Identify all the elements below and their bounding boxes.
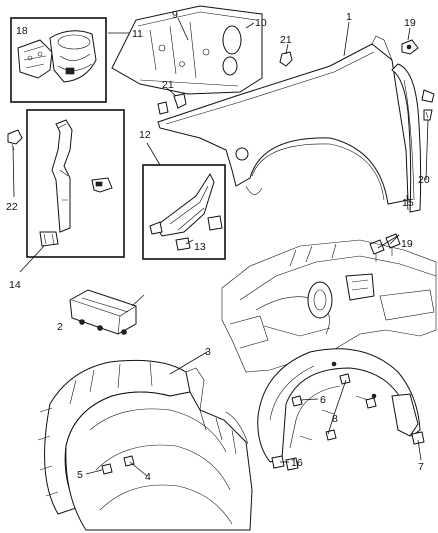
callout-18: 18 <box>16 25 28 37</box>
front-fender-liner <box>37 359 253 531</box>
callout-11: 11 <box>132 28 143 40</box>
inset-box-12 <box>142 164 226 260</box>
callout-7: 7 <box>418 461 424 473</box>
fender-clips <box>157 39 435 121</box>
callout-numbers: 1 2 3 4 5 6 7 8 9 10 11 12 13 14 15 16 1… <box>6 9 430 483</box>
callout-3: 3 <box>205 346 211 358</box>
callout-10: 10 <box>255 17 267 29</box>
inset-box-14 <box>26 109 125 258</box>
callout-8: 8 <box>332 413 338 425</box>
callout-13: 13 <box>194 241 206 253</box>
callout-16: 16 <box>291 457 303 469</box>
callout-21-top: 21 <box>280 34 292 46</box>
callout-1: 1 <box>346 11 352 23</box>
callout-6: 6 <box>320 394 326 406</box>
leader-lines <box>12 17 429 477</box>
inset-box-18 <box>10 17 107 103</box>
callout-20: 20 <box>418 174 430 186</box>
callout-19-top: 19 <box>404 17 416 29</box>
splash-shield-fasteners <box>271 373 425 471</box>
front-fender <box>157 35 409 205</box>
callout-15: 15 <box>402 197 414 209</box>
callout-5: 5 <box>77 469 83 481</box>
callout-21-bottom: 21 <box>162 79 174 91</box>
callout-14: 14 <box>9 279 21 291</box>
callout-22: 22 <box>6 201 18 213</box>
callout-12: 12 <box>139 129 151 141</box>
callout-2: 2 <box>57 321 63 333</box>
callout-4: 4 <box>145 471 151 483</box>
fender-support-bracket <box>111 5 263 95</box>
engine-compartment <box>221 239 437 373</box>
wheel-opening-flare <box>391 63 422 213</box>
callout-19-bottom: 19 <box>401 238 413 250</box>
callout-9: 9 <box>172 9 178 21</box>
air-deflector <box>69 289 137 335</box>
push-pin-clip <box>7 129 23 151</box>
